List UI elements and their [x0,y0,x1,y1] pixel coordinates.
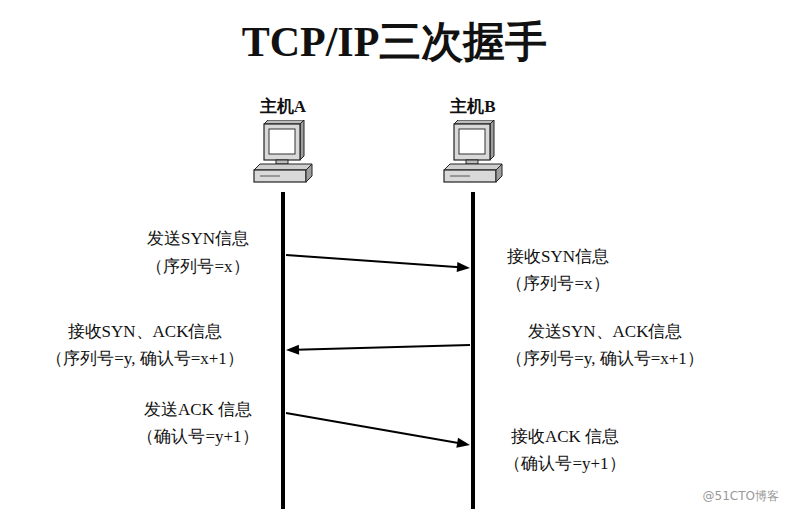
arrow-head [456,438,470,448]
computer-part [269,129,295,154]
message-text: 接收ACK 信息 [509,427,621,447]
lifeline [281,192,285,509]
computer-part [260,176,280,177]
arrow-line [296,345,470,350]
computer-part [444,170,496,182]
computer-part [264,124,300,160]
computer-part [254,170,306,182]
arrow-line [286,413,460,443]
computer-part [276,160,288,164]
arrow-line [286,255,460,267]
computer-part [450,176,470,177]
computer-part [254,164,312,170]
computer-part [444,164,502,170]
message-text: 发送ACK 信息 [142,400,254,420]
computer-part [454,124,490,160]
arrow-head [286,345,299,355]
message-text: 接收SYN信息 [505,247,611,267]
computer-part [490,120,494,160]
message-text: （序列号=x） [144,257,251,277]
host-label: 主机A [244,96,322,118]
computer-icon [250,120,316,190]
computer-icon [440,120,506,190]
message-text: （确认号=y+1） [135,427,260,447]
computer-part [459,129,485,154]
host-node: 主机B [434,96,512,190]
message-arrow [286,345,470,355]
lifeline [471,192,475,509]
arrow-head [457,262,470,272]
diagram-title: TCP/IP三次握手 [0,14,789,70]
message-arrow [286,255,470,272]
message-text: 发送SYN、ACK信息 [526,322,685,342]
message-arrow [286,413,470,448]
message-text: （确认号=y+1） [502,454,627,474]
watermark: @51CTO博客 [703,488,779,505]
message-text: 发送SYN信息 [145,229,251,249]
message-text: 接收SYN、ACK信息 [66,322,225,342]
message-text: （序列号=y, 确认号=x+1） [44,349,246,369]
host-label: 主机B [434,96,512,118]
computer-part [306,164,312,182]
message-text: （序列号=x） [504,274,611,294]
computer-part [496,164,502,182]
computer-part [300,120,304,160]
computer-part [466,160,478,164]
message-text: （序列号=y, 确认号=x+1） [504,349,706,369]
host-node: 主机A [244,96,322,190]
